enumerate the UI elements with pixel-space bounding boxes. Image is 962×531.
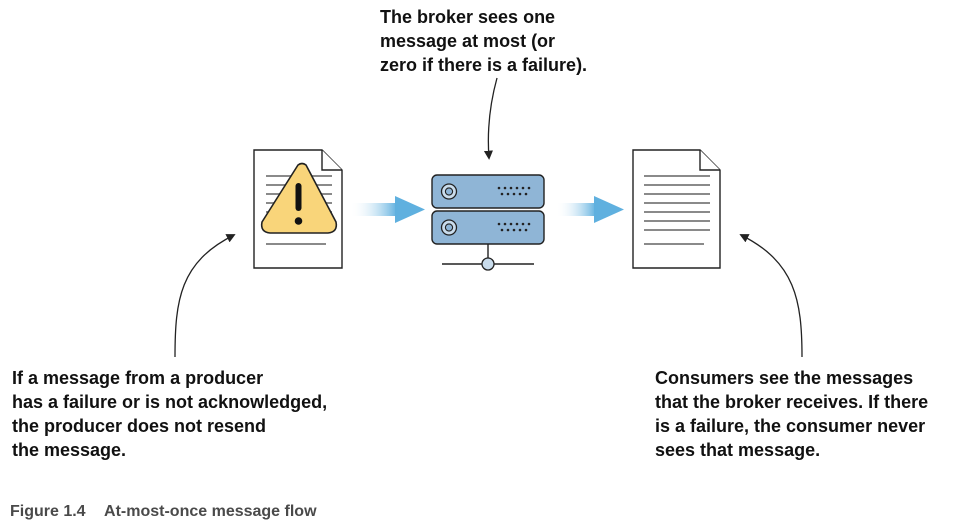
- server-icon: [431, 174, 545, 271]
- figure-title: At-most-once message flow: [104, 503, 317, 520]
- warning-icon: [260, 162, 338, 234]
- callout-line: Consumers see the messages: [655, 368, 914, 388]
- callout-line: the producer does not resend: [12, 416, 267, 436]
- callout-line: sees that message.: [655, 440, 821, 460]
- figure-caption: Figure 1.4 At-most-once message flow: [10, 503, 317, 521]
- callout-line: that the broker receives. If there: [655, 392, 929, 412]
- flow-arrow-icon: [350, 196, 425, 223]
- producer-pointer-arrow: [174, 234, 236, 358]
- callout-line: has a failure or is not acknowledged,: [12, 392, 328, 412]
- callout-line: zero if there is a failure).: [380, 55, 588, 75]
- callout-line: message at most (or: [380, 31, 556, 51]
- callout-line: the message.: [12, 440, 127, 460]
- producer-callout-text: If a message from a producer has a failu…: [12, 366, 327, 462]
- callout-line: If a message from a producer: [12, 368, 264, 388]
- broker-pointer-arrow: [483, 77, 498, 160]
- consumer-callout-text: Consumers see the messages that the brok…: [655, 366, 928, 462]
- callout-line: is a failure, the consumer never: [655, 416, 926, 436]
- consumer-document-icon: [632, 149, 721, 269]
- callout-line: The broker sees one: [380, 7, 556, 27]
- flow-arrow-icon: [556, 196, 624, 223]
- figure-number: Figure 1.4: [10, 503, 86, 520]
- consumer-pointer-arrow: [739, 234, 803, 358]
- broker-callout-text: The broker sees one message at most (or …: [380, 5, 587, 77]
